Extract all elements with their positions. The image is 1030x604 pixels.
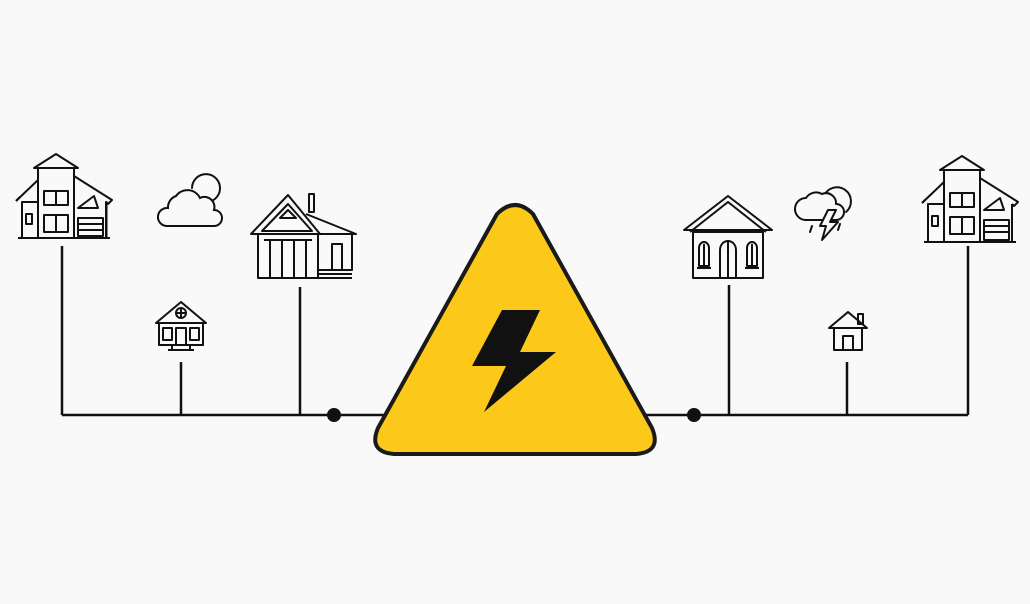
cottage-icon bbox=[250, 193, 357, 279]
left-junction-node bbox=[327, 408, 341, 422]
cloud-icon bbox=[157, 173, 223, 227]
arched-window-house-icon bbox=[683, 195, 773, 279]
two-story-house-icon bbox=[15, 153, 113, 239]
right-junction-node bbox=[687, 408, 701, 422]
small-house-icon bbox=[155, 301, 207, 351]
lightning-bolt-icon bbox=[472, 310, 556, 412]
storm-cloud-icon bbox=[794, 186, 852, 241]
two-story-house-right-icon bbox=[921, 155, 1019, 243]
tiny-house-icon bbox=[828, 311, 868, 351]
